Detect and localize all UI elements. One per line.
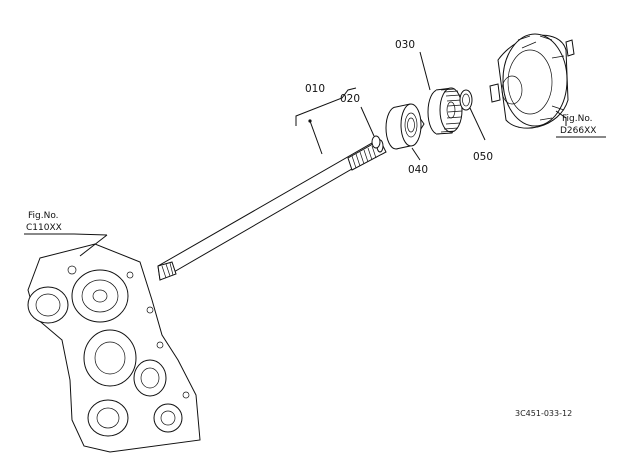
- figure-ref-prefix: Fig.No.: [562, 114, 593, 124]
- part-number-040: 040: [408, 164, 428, 176]
- part-number-030: 030: [395, 39, 415, 51]
- figure-ref-code: C110XX: [26, 223, 62, 233]
- gear-030: [427, 87, 463, 135]
- figure-ref-prefix: Fig.No.: [28, 211, 59, 221]
- figure-reference-d266xx: Fig.No. D266XX: [556, 114, 606, 138]
- shaft-010: [157, 139, 387, 281]
- figure-reference-c110xx: Fig.No. C110XX: [24, 211, 108, 236]
- part-number-050: 050: [473, 151, 493, 163]
- part-number-020: 020: [340, 93, 360, 105]
- drawing-code: 3C451-033-12: [515, 409, 572, 418]
- clutch-assembly: [489, 33, 575, 129]
- bearing-040: [385, 103, 425, 150]
- transmission-housing: [27, 243, 201, 453]
- part-number-010: 010: [305, 83, 325, 95]
- collar-020: [371, 135, 381, 149]
- ring-050: [459, 89, 473, 111]
- figure-ref-code: D266XX: [560, 126, 596, 136]
- leader-lines: [79, 51, 567, 257]
